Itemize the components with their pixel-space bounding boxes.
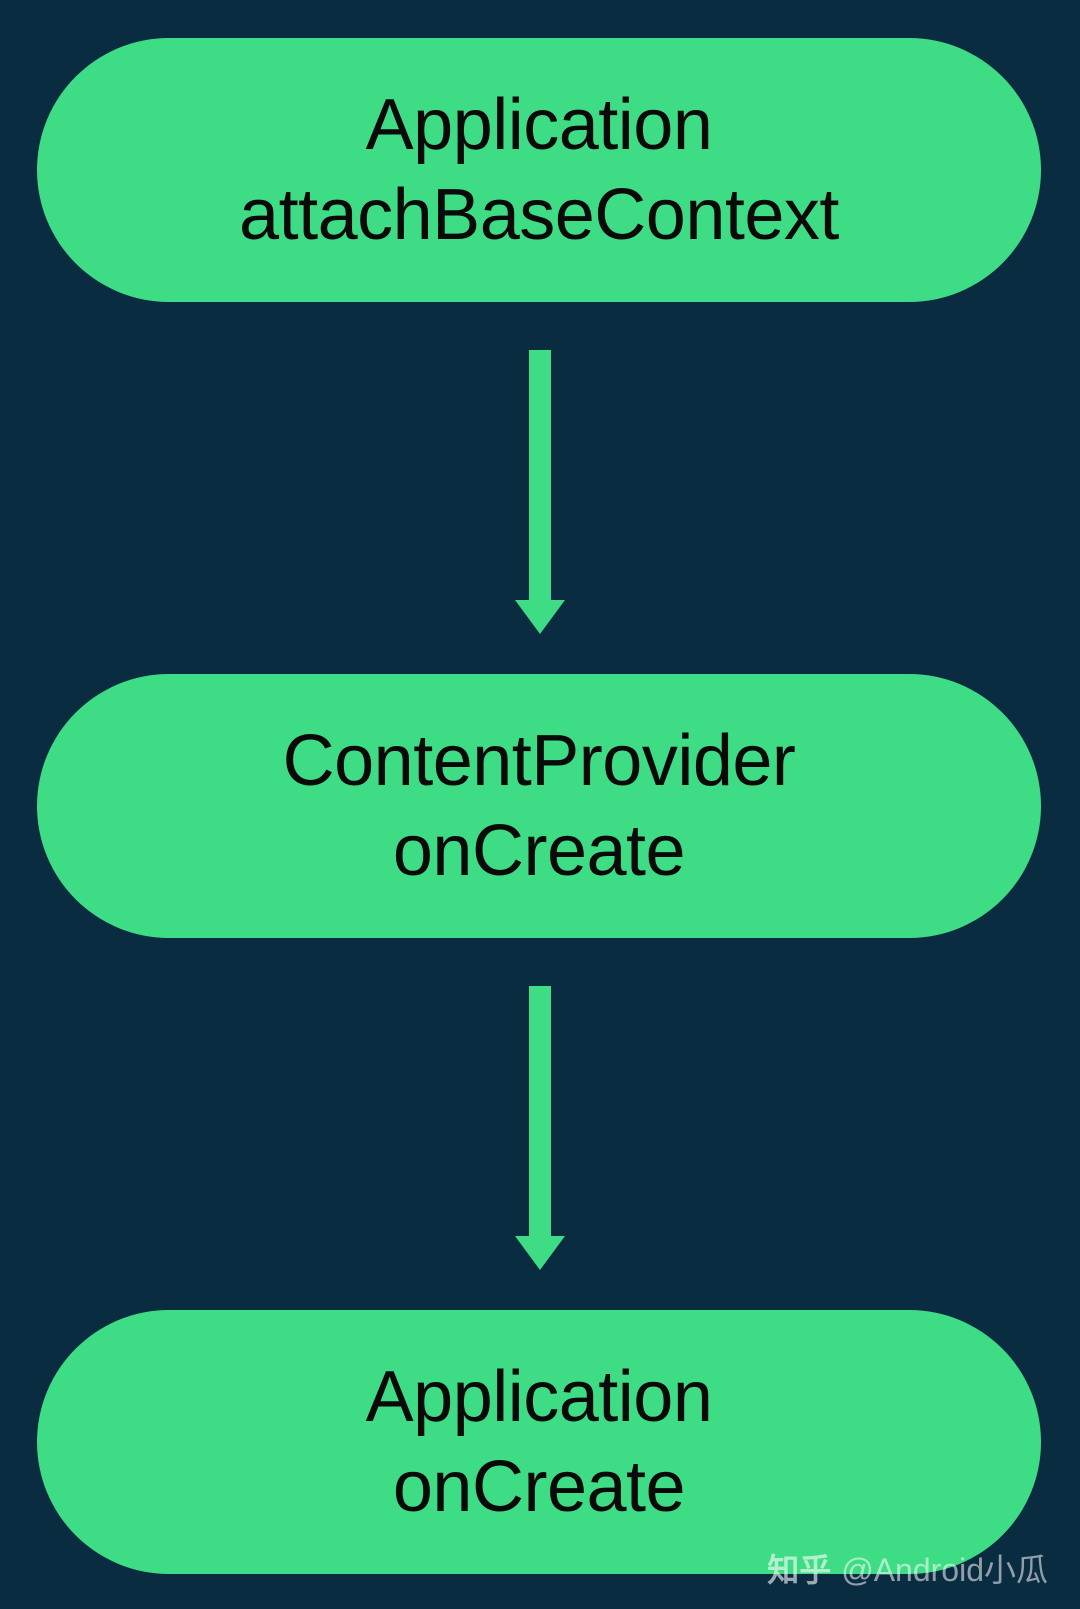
flow-node-contentprovider-oncreate: ContentProvider onCreate <box>37 674 1041 938</box>
node-method: onCreate <box>392 1447 686 1527</box>
flow-arrow-down <box>512 350 568 634</box>
watermark-brand: 知乎 <box>767 1552 832 1588</box>
flow-node-application-oncreate: Application onCreate <box>37 1310 1041 1574</box>
node-title: Application <box>365 85 713 165</box>
node-method: onCreate <box>392 811 686 891</box>
node-method: attachBaseContext <box>239 175 839 255</box>
node-title: Application <box>365 1357 713 1437</box>
node-title: ContentProvider <box>282 721 796 801</box>
watermark-handle: @Android小瓜 <box>841 1552 1048 1588</box>
flow-arrow-down <box>512 986 568 1270</box>
watermark: 知乎 @Android小瓜 <box>767 1545 1048 1591</box>
flow-node-application-attachbasecontext: Application attachBaseContext <box>37 38 1041 302</box>
